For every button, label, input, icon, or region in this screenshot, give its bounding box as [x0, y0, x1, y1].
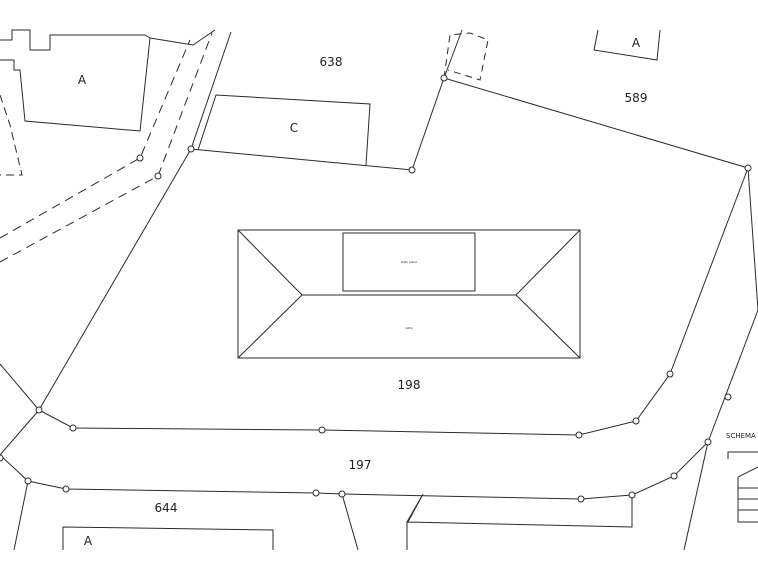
vertex-marker [628, 491, 636, 499]
building-edge-lines [149, 29, 216, 46]
building-a-bottom-left-outline [62, 526, 274, 550]
building-label-a-top-left: A [78, 73, 87, 87]
vertex-marker [154, 172, 162, 180]
vertex-marker [440, 74, 448, 82]
vertex-marker [577, 495, 585, 503]
dashed-building-top-right [443, 32, 489, 81]
roof-ridge [237, 229, 581, 296]
vertex-marker [338, 490, 346, 498]
building-label-a-top-right: A [632, 36, 641, 50]
building-label-c: C [290, 121, 298, 135]
vertex-marker [0, 454, 4, 462]
roof-hip-lower [237, 294, 303, 359]
schema-label: SCHEMA SE [726, 432, 758, 440]
building-label-a-bottom-left: A [84, 534, 93, 548]
dashed-boundary-left [0, 94, 23, 176]
vertex-marker [35, 406, 43, 414]
vertex-marker [187, 145, 195, 153]
road-edge-top-left [190, 31, 232, 150]
building-c-outline [197, 94, 371, 166]
schema-frame [727, 451, 758, 459]
boundary-right-vertical [747, 167, 758, 311]
pitched-roof-label: tetto [405, 326, 412, 330]
parcel-label-638: 638 [320, 55, 343, 69]
vertex-marker [724, 393, 732, 401]
schema-box [737, 466, 758, 523]
vertex-marker [24, 477, 32, 485]
vertex-marker [632, 417, 640, 425]
flat-roof-rect [342, 232, 476, 292]
parcel-label-644: 644 [155, 501, 178, 515]
parcel-label-589: 589 [625, 91, 648, 105]
bottom-boundary-middle [341, 493, 359, 551]
vertex-marker [704, 438, 712, 446]
boundary-right-lower [707, 309, 758, 443]
vertex-marker [670, 472, 678, 480]
parcel-label-198: 198 [398, 378, 421, 392]
roof-outline [237, 229, 581, 359]
bottom-building-outline [406, 493, 633, 550]
vertex-marker [318, 426, 326, 434]
vertex-marker [69, 424, 77, 432]
parcel-label-197: 197 [349, 458, 372, 472]
left-edge-to-road [0, 363, 40, 411]
boundary-top-right [443, 29, 463, 79]
vertex-marker [408, 166, 416, 174]
parcel-198-boundary [38, 77, 749, 436]
road-left-line [0, 409, 40, 456]
building-a-top-left-outline [0, 29, 151, 132]
bottom-right-line [683, 441, 709, 551]
flat-roof-label: tetto piano [401, 260, 418, 264]
vertex-marker [62, 485, 70, 493]
vertex-marker [575, 431, 583, 439]
bottom-left-boundary [13, 480, 29, 551]
vertex-marker [312, 489, 320, 497]
dashed-diagonal-2 [0, 32, 213, 263]
building-a-top-right-outline [593, 29, 661, 61]
vertex-marker [666, 370, 674, 378]
vertex-marker [744, 164, 752, 172]
dashed-diagonal-1 [0, 39, 191, 239]
vertex-marker [136, 154, 144, 162]
roof-hip-lower-right [515, 294, 581, 359]
